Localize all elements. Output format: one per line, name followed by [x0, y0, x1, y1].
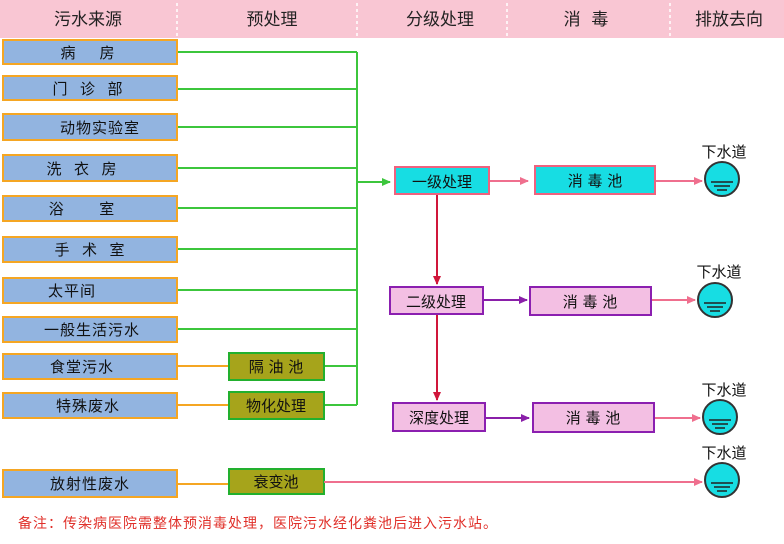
source-label: 太平间 [48, 282, 96, 300]
source-mortuary [2, 277, 178, 304]
source-domestic [2, 316, 178, 343]
treatment-primary-label: 一级处理 [412, 173, 472, 191]
pretreatment-physchem-label: 物化处理 [246, 397, 306, 415]
sewer-icon [697, 282, 733, 318]
source-outpatient [2, 75, 178, 101]
source-operating-room [2, 236, 178, 263]
source-boxes [2, 39, 178, 498]
header-col-source: 污水来源 [54, 10, 122, 30]
pretreatment-decay-label: 衰变池 [253, 473, 298, 491]
sewer-outlet-3: 下水道 [701, 381, 747, 435]
source-connectors [177, 51, 391, 406]
treatment-secondary-label: 二级处理 [406, 293, 466, 311]
source-label: 动物实验室 [60, 119, 140, 137]
source-label: 门 诊 部 [52, 80, 123, 98]
treatment-secondary [389, 286, 484, 315]
source-animal-lab [2, 113, 178, 141]
source-label: 手 术 室 [54, 241, 125, 259]
pretreatment-grease-label: 隔 油 池 [249, 358, 304, 376]
source-laundry [2, 154, 178, 182]
sewer-label: 下水道 [701, 444, 746, 462]
source-label: 食堂污水 [50, 358, 114, 376]
header-col-disinfection: 消 毒 [564, 10, 609, 30]
source-bathroom [2, 195, 178, 222]
disinfection-pool-1-label: 消 毒 池 [568, 172, 623, 190]
source-label: 浴 室 [49, 200, 116, 218]
sewer-outlet-1: 下水道 [701, 143, 747, 197]
source-radioactive [2, 469, 178, 498]
disinfection-pool-1 [534, 165, 656, 195]
sewer-icon [702, 399, 738, 435]
source-ward [2, 39, 178, 65]
header-col-treatment: 分级处理 [406, 10, 474, 30]
source-label: 洗 衣 房 [46, 160, 117, 178]
disinfection-pool-3 [532, 402, 655, 433]
treatment-primary [394, 166, 490, 195]
sewer-icon [704, 462, 740, 498]
source-label: 放射性废水 [50, 475, 130, 493]
treatment-advanced-label: 深度处理 [409, 409, 469, 427]
source-canteen [2, 353, 178, 380]
header-col-discharge: 排放去向 [695, 10, 763, 30]
source-label: 一般生活污水 [44, 321, 140, 339]
footnote: 备注：传染病医院需整体预消毒处理，医院污水经化粪池后进入污水站。 [18, 515, 498, 532]
header-col-pretreatment: 预处理 [247, 10, 298, 30]
sewer-outlet-4: 下水道 [701, 444, 747, 498]
source-label: 病 房 [60, 44, 115, 62]
source-special [2, 392, 178, 419]
pretreatment-grease-trap [228, 352, 325, 381]
advanced-connectors [483, 296, 530, 422]
disinfection-pool-2 [529, 286, 652, 316]
sewer-label: 下水道 [701, 143, 746, 161]
treatment-advanced [392, 402, 486, 432]
sewer-label: 下水道 [701, 381, 746, 399]
disinfection-pool-3-label: 消 毒 池 [566, 409, 621, 427]
source-label: 特殊废水 [56, 397, 120, 415]
disinfection-connectors [324, 177, 703, 486]
sewer-icon [704, 161, 740, 197]
disinfection-pool-2-label: 消 毒 池 [563, 293, 618, 311]
pretreatment-connectors [177, 365, 229, 485]
header-bar [0, 0, 784, 38]
sewer-label: 下水道 [696, 263, 741, 281]
pretreatment-physchem [228, 391, 325, 420]
sewer-outlet-2: 下水道 [696, 263, 742, 318]
